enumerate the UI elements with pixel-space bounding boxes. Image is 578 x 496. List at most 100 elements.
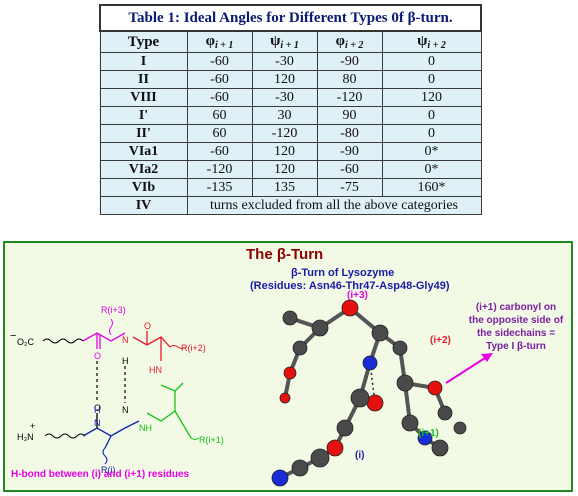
cell-type: VIb	[99, 178, 188, 197]
note-line: Type I β-turn	[486, 341, 546, 352]
header-phi-i2: φi + 2	[316, 30, 383, 53]
cell-phi-i2: -80	[316, 124, 383, 143]
cell-psi-i1: -30	[251, 52, 318, 71]
atom-carbon	[310, 448, 330, 468]
atom-carbon	[311, 319, 329, 337]
cell-psi-i1: 30	[251, 106, 318, 125]
cell-type: VIa2	[99, 160, 188, 179]
atom-oxygen	[427, 380, 443, 396]
label-o2c: O₂C	[17, 337, 34, 347]
wavy-bond-ri3	[109, 318, 113, 336]
cell-phi-i1: -120	[186, 160, 253, 179]
carbonyl-i1	[174, 382, 184, 392]
atom-carbon	[350, 388, 370, 408]
atom-carbon	[392, 340, 408, 356]
label-minus: −	[10, 330, 16, 342]
model-label-i1: (i+1)	[418, 428, 439, 439]
cell-excluded-note: turns excluded from all the above catego…	[186, 196, 482, 215]
cell-phi-i2: -120	[316, 88, 383, 107]
atom-oxygen	[366, 394, 384, 412]
label-n-top: N	[122, 335, 129, 345]
atom-carbon	[291, 459, 309, 477]
cell-phi-i2: 80	[316, 70, 383, 89]
label-r-i2: R(i+2)	[181, 343, 206, 353]
lysozyme-beta-turn-model: (i+3) (i+2) (i+1) (i)	[271, 290, 467, 487]
cell-psi-i1: -30	[251, 88, 318, 107]
label-h-left: H	[94, 405, 101, 415]
cell-phi-i1: -135	[186, 178, 253, 197]
label-h3n: H₃N	[17, 432, 34, 442]
cell-psi-i2: 0	[381, 124, 482, 143]
bond-ri1	[174, 410, 192, 439]
cell-psi-i1: 120	[251, 142, 318, 161]
atom-carbon	[371, 324, 389, 342]
cell-psi-i1: 135	[251, 178, 318, 197]
label-r-i1: R(i+1)	[199, 435, 224, 445]
model-label-i2: (i+2)	[430, 335, 451, 346]
atom-oxygen	[341, 299, 359, 317]
header-psi-i1: ψi + 1	[251, 30, 318, 53]
atom-carbon	[336, 419, 354, 437]
table-title: Table 1: Ideal Angles for Different Type…	[99, 4, 482, 32]
label-hn: HN	[149, 365, 162, 375]
cell-type: IV	[99, 196, 188, 215]
cell-phi-i1: -60	[186, 142, 253, 161]
cell-phi-i1: -60	[186, 70, 253, 89]
cell-psi-i2: 120	[381, 88, 482, 107]
note-line: (i+1) carbonyl on	[475, 302, 557, 313]
cell-psi-i2: 0*	[381, 160, 482, 179]
atom-oxygen	[326, 439, 344, 457]
cell-type: II'	[99, 124, 188, 143]
label-o-i: O	[94, 403, 101, 413]
label-o-i3: O	[94, 351, 101, 361]
wavy-bond-ri2	[169, 345, 187, 349]
label-nh: NH	[139, 423, 152, 433]
atom-nitrogen	[271, 469, 289, 487]
cell-type: I'	[99, 106, 188, 125]
model-label-i3: (i+3)	[347, 290, 368, 301]
note-line: the sidechains =	[476, 328, 556, 339]
label-n-mid: N	[122, 405, 129, 415]
atom-carbon	[401, 414, 419, 432]
cell-psi-i1: 120	[251, 70, 318, 89]
label-n-left: N	[94, 418, 101, 428]
label-h-top: H	[122, 356, 129, 366]
cell-type: I	[99, 52, 188, 71]
cell-phi-i1: 60	[186, 124, 253, 143]
label-r-i: R(i)	[101, 465, 116, 475]
bond-i3	[82, 332, 126, 342]
cell-psi-i1: 120	[251, 160, 318, 179]
atom-carbon	[396, 374, 414, 392]
beta-turn-figure-panel: The β-Turn β-Turn of Lysozyme (Residues:…	[3, 241, 573, 492]
label-plus: +	[30, 421, 35, 431]
bond-ri	[104, 435, 112, 449]
cell-psi-i2: 0	[381, 106, 482, 125]
cell-phi-i2: 90	[316, 106, 383, 125]
atom-oxygen	[283, 366, 297, 380]
cell-phi-i2: -90	[316, 52, 383, 71]
model-label-i: (i)	[355, 450, 364, 461]
note-arrow	[445, 353, 493, 384]
header-phi-i1: φi + 1	[186, 30, 253, 53]
cell-type: II	[99, 70, 188, 89]
wavy-bond-top	[42, 338, 84, 344]
cell-psi-i1: -120	[251, 124, 318, 143]
figure-title: The β-Turn	[246, 246, 324, 263]
cell-type: VIII	[99, 88, 188, 107]
label-o-i2: O	[144, 321, 151, 331]
hbond-caption: H-bond between (i) and (i+1) residues	[11, 469, 190, 480]
bond-i	[82, 420, 140, 437]
atom-carbon	[453, 421, 467, 435]
bond-i1	[146, 384, 176, 422]
atom-nitrogen	[362, 355, 378, 371]
atom-carbon	[282, 310, 298, 326]
atom-oxygen	[279, 392, 291, 404]
cell-psi-i2: 0	[381, 52, 482, 71]
table-header-row: Type φi + 1 ψi + 1 φi + 2 ψi + 2	[99, 30, 482, 53]
